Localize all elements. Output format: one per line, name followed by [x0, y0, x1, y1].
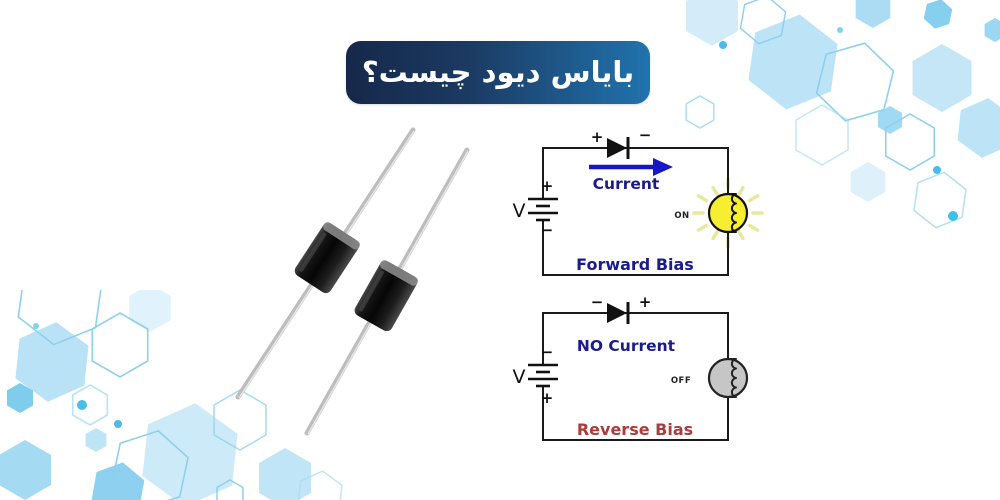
bulb-filament	[728, 358, 737, 398]
bulb-on: ON	[674, 192, 749, 234]
bulb-off: OFF	[671, 357, 749, 399]
diode-body	[354, 260, 419, 332]
diode-right	[304, 147, 470, 436]
diode-photo	[235, 127, 470, 436]
battery-symbol	[528, 363, 558, 388]
battery-bottom-sign: −	[541, 221, 554, 239]
battery-label: V	[513, 366, 526, 388]
diode-anode-sign: +	[591, 128, 604, 146]
page-title: بایاس دیود چیست؟	[361, 55, 635, 89]
forward-bias-caption: Forward Bias	[576, 255, 694, 274]
current-arrow	[589, 158, 673, 176]
diode-triangle	[607, 138, 627, 158]
bulb-glass	[707, 357, 749, 399]
diode-symbol: + −	[591, 126, 652, 159]
diode-left	[235, 127, 416, 400]
diode-cathode-sign: −	[639, 126, 652, 144]
hexagon-pattern-top-right	[630, 0, 1000, 260]
bulb-glass	[707, 192, 749, 234]
reverse-bias-caption: Reverse Bias	[577, 420, 693, 439]
battery-top-sign: +	[541, 177, 554, 195]
reverse-bias-circuit: − + NO Current V − + OFF Reverse Bias	[513, 293, 749, 441]
bulb-state-label: OFF	[671, 376, 691, 386]
battery-symbol	[528, 197, 558, 222]
battery-bottom-sign: +	[541, 389, 554, 407]
title-banner: بایاس دیود چیست؟	[346, 41, 650, 104]
forward-bias-circuit: + − Current V + − ON Forward Bias	[513, 126, 764, 276]
bulb-filament	[728, 193, 737, 233]
bulb-rays	[692, 177, 764, 249]
battery-top-sign: −	[541, 343, 554, 361]
diode-cathode-sign: +	[639, 293, 652, 311]
battery-label: V	[513, 200, 526, 222]
hexagon-pattern-bottom-left	[0, 290, 360, 500]
bulb-state-label: ON	[674, 211, 689, 221]
diode-triangle	[607, 303, 627, 323]
diode-symbol: − +	[591, 293, 652, 324]
diode-body	[294, 222, 361, 294]
diode-anode-sign: −	[591, 293, 604, 311]
current-label: Current	[593, 175, 660, 193]
no-current-label: NO Current	[577, 337, 676, 355]
